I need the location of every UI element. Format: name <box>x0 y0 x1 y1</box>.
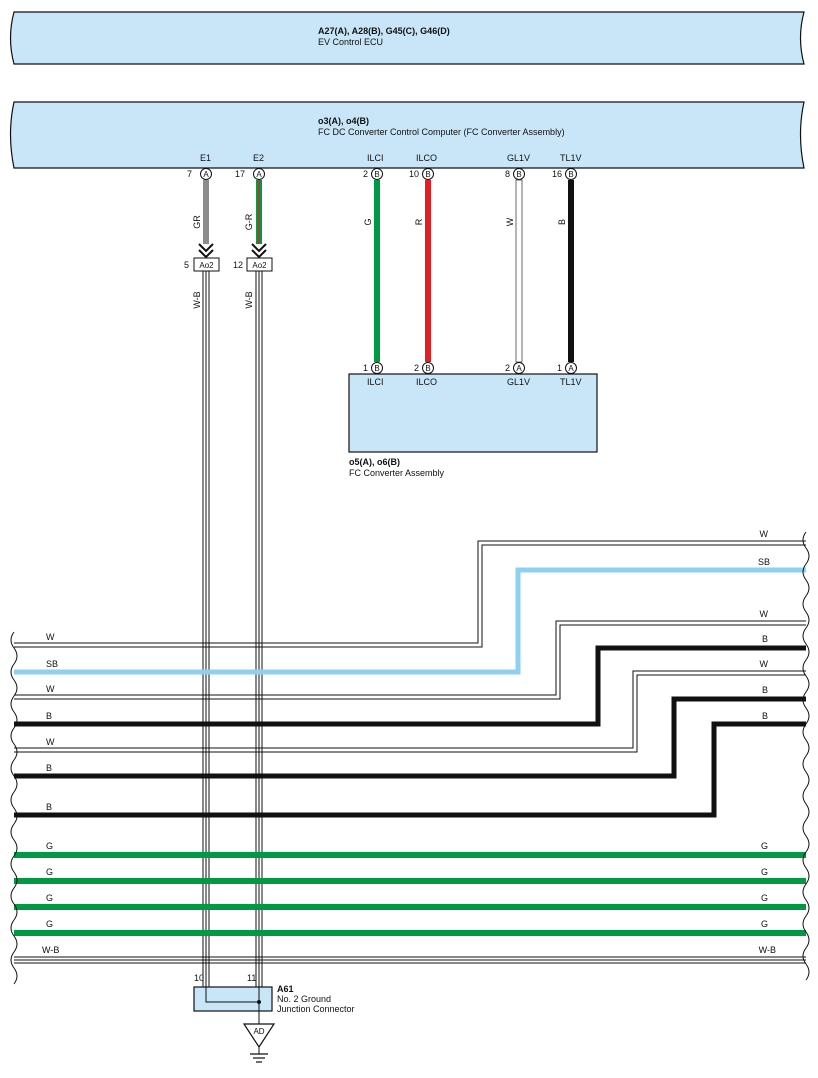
wire-ilci <box>374 180 380 362</box>
bus-wire-labels-left: W SB W B W B B G G G G W-B <box>42 632 59 955</box>
terminal-label-ilci: ILCI <box>367 153 384 163</box>
ground-symbol: AD <box>242 1023 276 1063</box>
junction-pin: 10 <box>194 973 204 983</box>
bus-label: W <box>46 684 55 694</box>
connector-letter: B <box>374 170 379 179</box>
fc-computer-name: FC DC Converter Control Computer (FC Con… <box>318 127 565 137</box>
ecu-name: EV Control ECU <box>318 37 383 47</box>
pin-number: 5 <box>184 260 189 270</box>
pin-number: 1 <box>557 363 562 373</box>
bus-label: W <box>760 609 769 619</box>
pin-number: 17 <box>235 169 245 179</box>
bus-label: B <box>762 711 768 721</box>
wire-color-label: R <box>414 218 424 225</box>
pin-number: 8 <box>505 169 510 179</box>
fc-computer-pins: 7 A 17 A 2 B 10 B 8 B 16 B <box>187 168 577 180</box>
connector-letter: B <box>374 364 379 373</box>
ev-control-ecu: A27(A), A28(B), G45(C), G46(D) EV Contro… <box>9 11 805 65</box>
connector-letter: B <box>568 170 573 179</box>
inline-connectors: 5 Ao2 12 Ao2 <box>184 257 273 272</box>
fc-computer-terminal-labels: E1 E2 ILCI ILCO GL1V TL1V <box>200 153 582 163</box>
pin-number: 10 <box>409 169 419 179</box>
connector-letter: B <box>425 364 430 373</box>
bus-wires <box>10 531 810 985</box>
bus-label: W <box>760 659 769 669</box>
pin-number: 16 <box>552 169 562 179</box>
bus-label: G <box>761 919 768 929</box>
bus-label: G <box>46 893 53 903</box>
ecu-code: A27(A), A28(B), G45(C), G46(D) <box>318 26 450 36</box>
junction-pin: 11 <box>247 973 256 983</box>
fc-assembly-code: o5(A), o6(B) <box>349 457 400 467</box>
wire-color-label: G <box>363 218 373 225</box>
bus-label: W-B <box>42 945 59 955</box>
fc-converter-assembly: 1 B 2 B 2 A 1 A ILCI ILCO GL1V TL1V o5(A… <box>348 362 598 478</box>
bus-label: W <box>46 632 55 642</box>
bus-label: B <box>762 685 768 695</box>
bus-label: B <box>46 802 52 812</box>
connector-letter: B <box>425 170 430 179</box>
connector-ao2: Ao2 <box>199 261 214 270</box>
bus-label: G <box>46 919 53 929</box>
junction-name-line1: No. 2 Ground <box>277 994 331 1004</box>
ground-label: AD <box>253 1027 264 1036</box>
fc-dc-converter-computer: o3(A), o4(B) FC DC Converter Control Com… <box>9 101 805 169</box>
terminal-label-e2: E2 <box>253 153 264 163</box>
bus-label: W <box>46 737 55 747</box>
fc-computer-code: o3(A), o4(B) <box>318 116 369 126</box>
terminal-label-gl1v: GL1V <box>507 153 530 163</box>
terminal-label: ILCI <box>367 377 384 387</box>
connector-letter: A <box>568 364 574 373</box>
bus-label: G <box>46 841 53 851</box>
wire-color-label: B <box>557 219 567 225</box>
wire-color-label: GR <box>192 215 202 229</box>
connector-ao2: Ao2 <box>252 261 267 270</box>
bus-label: W <box>760 529 769 539</box>
bus-label: B <box>46 711 52 721</box>
bus-label: B <box>762 634 768 644</box>
fc-assembly-name: FC Converter Assembly <box>349 468 445 478</box>
ground-wires-upper: GR G-R <box>192 180 267 259</box>
wire-gl1v <box>515 179 523 363</box>
terminal-label: ILCO <box>416 377 437 387</box>
vertical-signal-wires: G R W B <box>363 179 574 363</box>
junction-code: A61 <box>277 984 294 994</box>
bus-label: SB <box>758 557 770 567</box>
connector-letter: A <box>203 170 209 179</box>
connector-letter: A <box>516 364 522 373</box>
pin-number: 2 <box>363 169 368 179</box>
wire-tl1v <box>568 180 574 362</box>
pin-number: 2 <box>505 363 510 373</box>
terminal-label: GL1V <box>507 377 530 387</box>
bus-label: G <box>761 841 768 851</box>
bus-label: W-B <box>759 945 776 955</box>
bus-label: G <box>46 867 53 877</box>
terminal-label-ilco: ILCO <box>416 153 437 163</box>
pin-number: 2 <box>414 363 419 373</box>
ground-junction-connector: 10 11 A61 No. 2 Ground Junction Connecto… <box>193 973 355 1024</box>
bus-label: SB <box>46 659 58 669</box>
terminal-label: TL1V <box>560 377 582 387</box>
connector-letter: B <box>516 170 521 179</box>
terminal-label-e1: E1 <box>200 153 211 163</box>
wire-color-label: G-R <box>244 213 254 230</box>
wire-e1-gr <box>203 180 209 244</box>
wire-color-label: W-B <box>244 291 254 308</box>
wire-color-label: W <box>505 217 515 226</box>
connector-letter: A <box>256 170 262 179</box>
bus-label: G <box>761 867 768 877</box>
bus-label: B <box>46 763 52 773</box>
pin-number: 7 <box>187 169 192 179</box>
terminal-label-tl1v: TL1V <box>560 153 582 163</box>
wire-ilco <box>425 180 431 362</box>
pin-number: 12 <box>233 260 243 270</box>
junction-name-line2: Junction Connector <box>277 1004 355 1014</box>
bus-label: G <box>761 893 768 903</box>
pin-number: 1 <box>363 363 368 373</box>
wire-color-label: W-B <box>192 291 202 308</box>
bus-wire-labels-right: W SB W B W B B G G G G W-B <box>758 529 776 955</box>
